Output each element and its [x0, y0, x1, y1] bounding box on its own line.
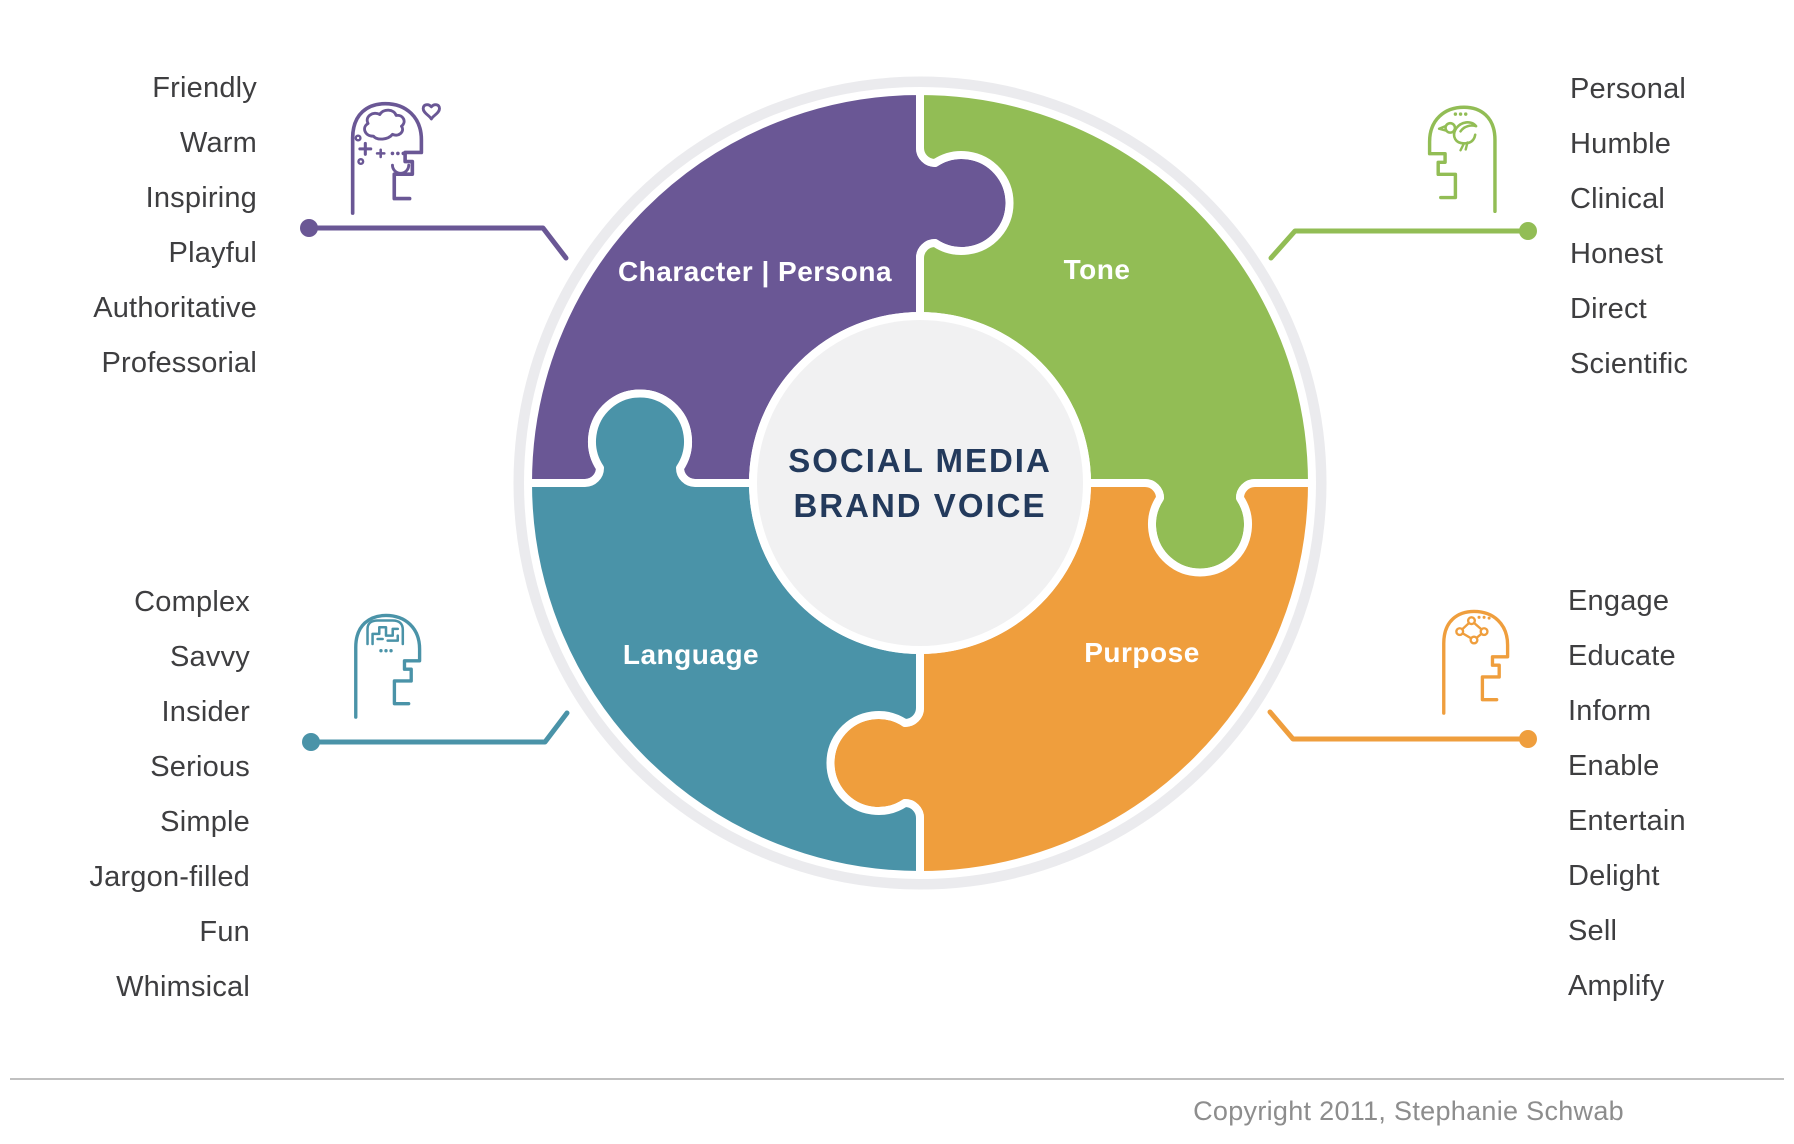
trait-item: Whimsical [116, 971, 250, 1003]
trait-item: Complex [134, 586, 250, 618]
trait-item: Fun [199, 916, 250, 948]
character-leader-dot [300, 219, 318, 237]
character-trait-list: Friendly Warm Inspiring Playful Authorit… [93, 61, 257, 391]
trait-item: Humble [1570, 128, 1672, 160]
quadrant-label-tone: Tone [1063, 254, 1131, 285]
trait-item: Insider [161, 696, 250, 728]
trait-item: Jargon-filled [89, 861, 250, 893]
trait-item: Inform [1568, 695, 1652, 727]
purpose-trait-list: Engage Educate Inform Enable Entertain D… [1568, 574, 1686, 1014]
head-network-icon [1442, 609, 1510, 715]
trait-item: Serious [150, 751, 250, 783]
tone-leader-dot [1519, 222, 1537, 240]
center-title-line1: SOCIAL MEDIA [788, 442, 1052, 479]
trait-item: Enable [1568, 750, 1660, 782]
head-maze-icon [354, 613, 422, 719]
trait-item: Scientific [1570, 348, 1689, 380]
trait-item: Entertain [1568, 805, 1686, 837]
trait-item: Professorial [101, 347, 257, 379]
trait-item: Amplify [1568, 970, 1665, 1002]
center-title: SOCIAL MEDIA BRAND VOICE [788, 438, 1052, 528]
outer-ring [513, 76, 1327, 890]
trait-item: Authoritative [93, 292, 257, 324]
trait-item: Simple [160, 806, 250, 838]
trait-item: Friendly [152, 72, 257, 104]
footer-divider [10, 1078, 1784, 1080]
trait-item: Educate [1568, 640, 1676, 672]
head-brain-heart-icon [350, 101, 441, 215]
trait-item: Inspiring [145, 182, 257, 214]
head-dove-icon [1427, 105, 1497, 214]
trait-item: Delight [1568, 860, 1660, 892]
trait-item: Savvy [170, 641, 250, 673]
tone-trait-list: Personal Humble Clinical Honest Direct S… [1570, 62, 1688, 392]
copyright-text: Copyright 2011, Stephanie Schwab [1193, 1096, 1624, 1126]
trait-item: Clinical [1570, 183, 1666, 215]
quadrant-label-language: Language [622, 639, 760, 670]
trait-item: Personal [1570, 73, 1687, 105]
center-title-line2: BRAND VOICE [793, 487, 1047, 524]
trait-item: Warm [179, 127, 257, 159]
quadrant-label-purpose: Purpose [1084, 637, 1200, 668]
trait-item: Playful [168, 237, 257, 269]
trait-item: Engage [1568, 585, 1670, 617]
quadrant-label-character: Character | Persona [617, 256, 893, 287]
puzzle-piece-language [524, 389, 924, 879]
language-leader-dot [302, 733, 320, 751]
center-circle [757, 320, 1083, 646]
purpose-leader-dot [1519, 730, 1537, 748]
trait-item: Direct [1570, 293, 1647, 325]
trait-item: Sell [1568, 915, 1618, 947]
language-trait-list: Complex Savvy Insider Serious Simple Jar… [89, 575, 250, 1015]
trait-item: Honest [1570, 238, 1664, 270]
brand-voice-puzzle-wheel [513, 76, 1327, 890]
